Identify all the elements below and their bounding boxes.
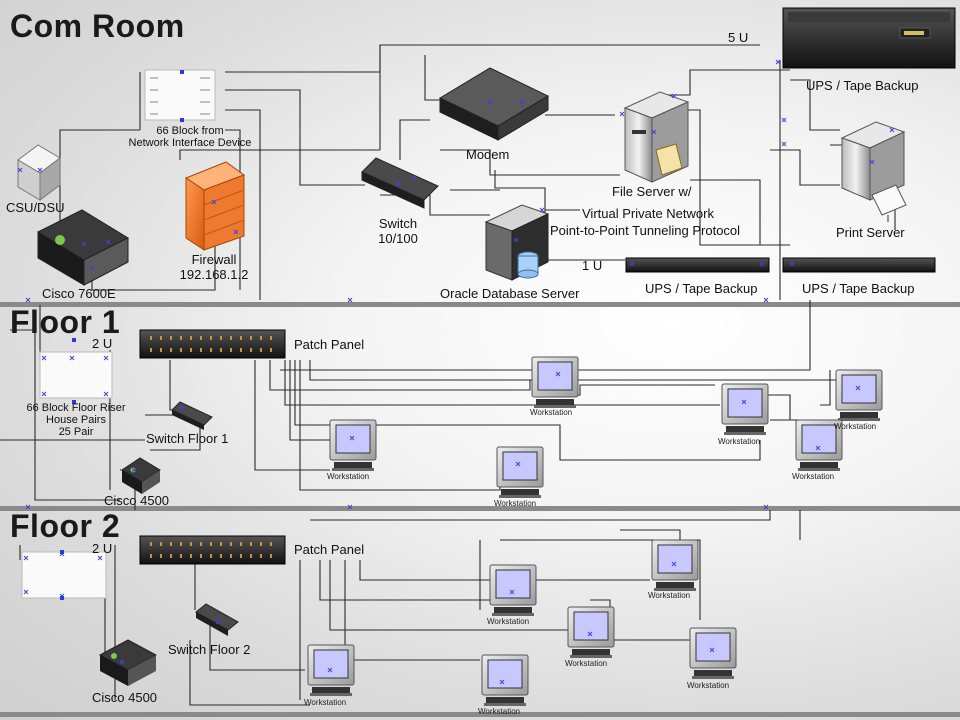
ups-5u-icon [782,7,956,69]
cisco-4500-floor2-icon [98,639,158,686]
label-workstation-f1-4: Workstation [327,472,370,481]
workstation-f1-1-icon [531,356,579,409]
unit-label-1u: 1 U [582,258,603,273]
section-dividers [0,302,960,717]
label-workstation-f1-3: Workstation [834,422,877,431]
unit-label-2u-floor2: 2 U [92,541,113,556]
workstation-f1-3-icon [835,369,883,422]
label-file-server: File Server w/ [612,184,692,199]
label-pptp: Point-to-Point Tunneling Protocol [550,223,741,238]
label-csu-dsu: CSU/DSU [6,200,65,215]
label-ups-top: UPS / Tape Backup [806,78,919,93]
file-server-icon [623,91,690,183]
label-workstation-f1-2: Workstation [718,437,761,446]
label-firewall: Firewall 192.168.1.2 [172,252,256,282]
cisco-4500-floor1-icon [121,457,161,494]
block-port-dots [60,70,184,600]
block-66-nid-icon [144,69,216,121]
label-workstation-f1-6: Workstation [792,472,835,481]
label-modem: Modem [466,147,510,162]
label-ups-mid: UPS / Tape Backup [645,281,758,296]
label-66-block-line2: Network Interface Device [128,137,252,149]
label-firewall-name: Firewall [191,252,237,267]
label-workstation-f1-5: Workstation [494,499,537,508]
csu-dsu-icon [17,144,61,201]
label-workstation-f2-4: Workstation [687,681,730,690]
modem-icon [438,67,550,141]
label-vpn: Virtual Private Network [582,206,714,221]
oracle-server-icon [484,204,550,281]
label-cisco-4500-floor2: Cisco 4500 [92,690,158,705]
label-workstation-f1-1: Workstation [530,408,573,417]
label-patch-panel-floor2: Patch Panel [294,542,365,557]
label-cisco-4500-floor1: Cisco 4500 [104,493,170,508]
workstation-f2-6-icon [481,654,529,707]
section-title-floor1: Floor 1 [10,304,121,340]
label-switch-line1: Switch [378,216,418,231]
workstation-f1-5-icon [496,446,544,499]
label-switch-10-100: Switch 10/100 [370,216,426,246]
label-ups-right: UPS / Tape Backup [802,281,915,296]
cisco-7600e-icon [36,209,130,286]
workstation-f2-4-icon [689,627,737,680]
label-firewall-ip: 192.168.1.2 [179,267,249,282]
unit-label-5u: 5 U [728,30,749,45]
section-title-com-room: Com Room [10,8,185,44]
label-riser-line3: 25 Pair [58,426,94,438]
riser-block-floor2-icon [21,551,107,599]
firewall-icon [184,161,246,251]
label-riser-line2: House Pairs [46,414,106,426]
label-66-block-line1: 66 Block from [156,125,224,137]
ups-1u-right-icon [782,257,936,273]
label-workstation-f2-5: Workstation [304,698,347,707]
patch-panel-floor1-icon [139,329,286,359]
switch-floor2-icon [195,603,239,636]
label-workstation-f2-6: Workstation [478,707,521,716]
label-switch-floor2: Switch Floor 2 [168,642,251,657]
connector-markers [17,59,895,685]
unit-label-2u-floor1: 2 U [92,336,113,351]
workstation-f1-4-icon [329,419,377,472]
label-patch-panel-floor1: Patch Panel [294,337,365,352]
workstation-f1-2-icon [721,383,769,436]
riser-block-floor1-icon [39,351,113,399]
label-riser-line1: 66 Block Floor Riser [26,402,126,414]
switch-floor1-icon [171,401,213,430]
label-workstation-f2-3: Workstation [565,659,608,668]
label-switch-line2: 10/100 [378,231,418,246]
label-workstation-f2-2: Workstation [487,617,530,626]
label-66-block-nid: 66 Block from Network Interface Device [125,125,255,149]
patch-panel-floor2-icon [139,535,286,565]
switch-10-100-icon [361,157,439,209]
label-workstation-f2-1: Workstation [648,591,691,600]
label-riser-block: 66 Block Floor Riser House Pairs 25 Pair [14,402,138,438]
label-cisco-7600e: Cisco 7600E [42,286,116,301]
label-oracle-server: Oracle Database Server [440,286,580,301]
print-server-icon [840,121,907,222]
section-title-floor2: Floor 2 [10,508,121,544]
label-switch-floor1: Switch Floor 1 [146,431,229,446]
label-print-server: Print Server [836,225,905,240]
ups-1u-mid-icon [625,257,770,273]
